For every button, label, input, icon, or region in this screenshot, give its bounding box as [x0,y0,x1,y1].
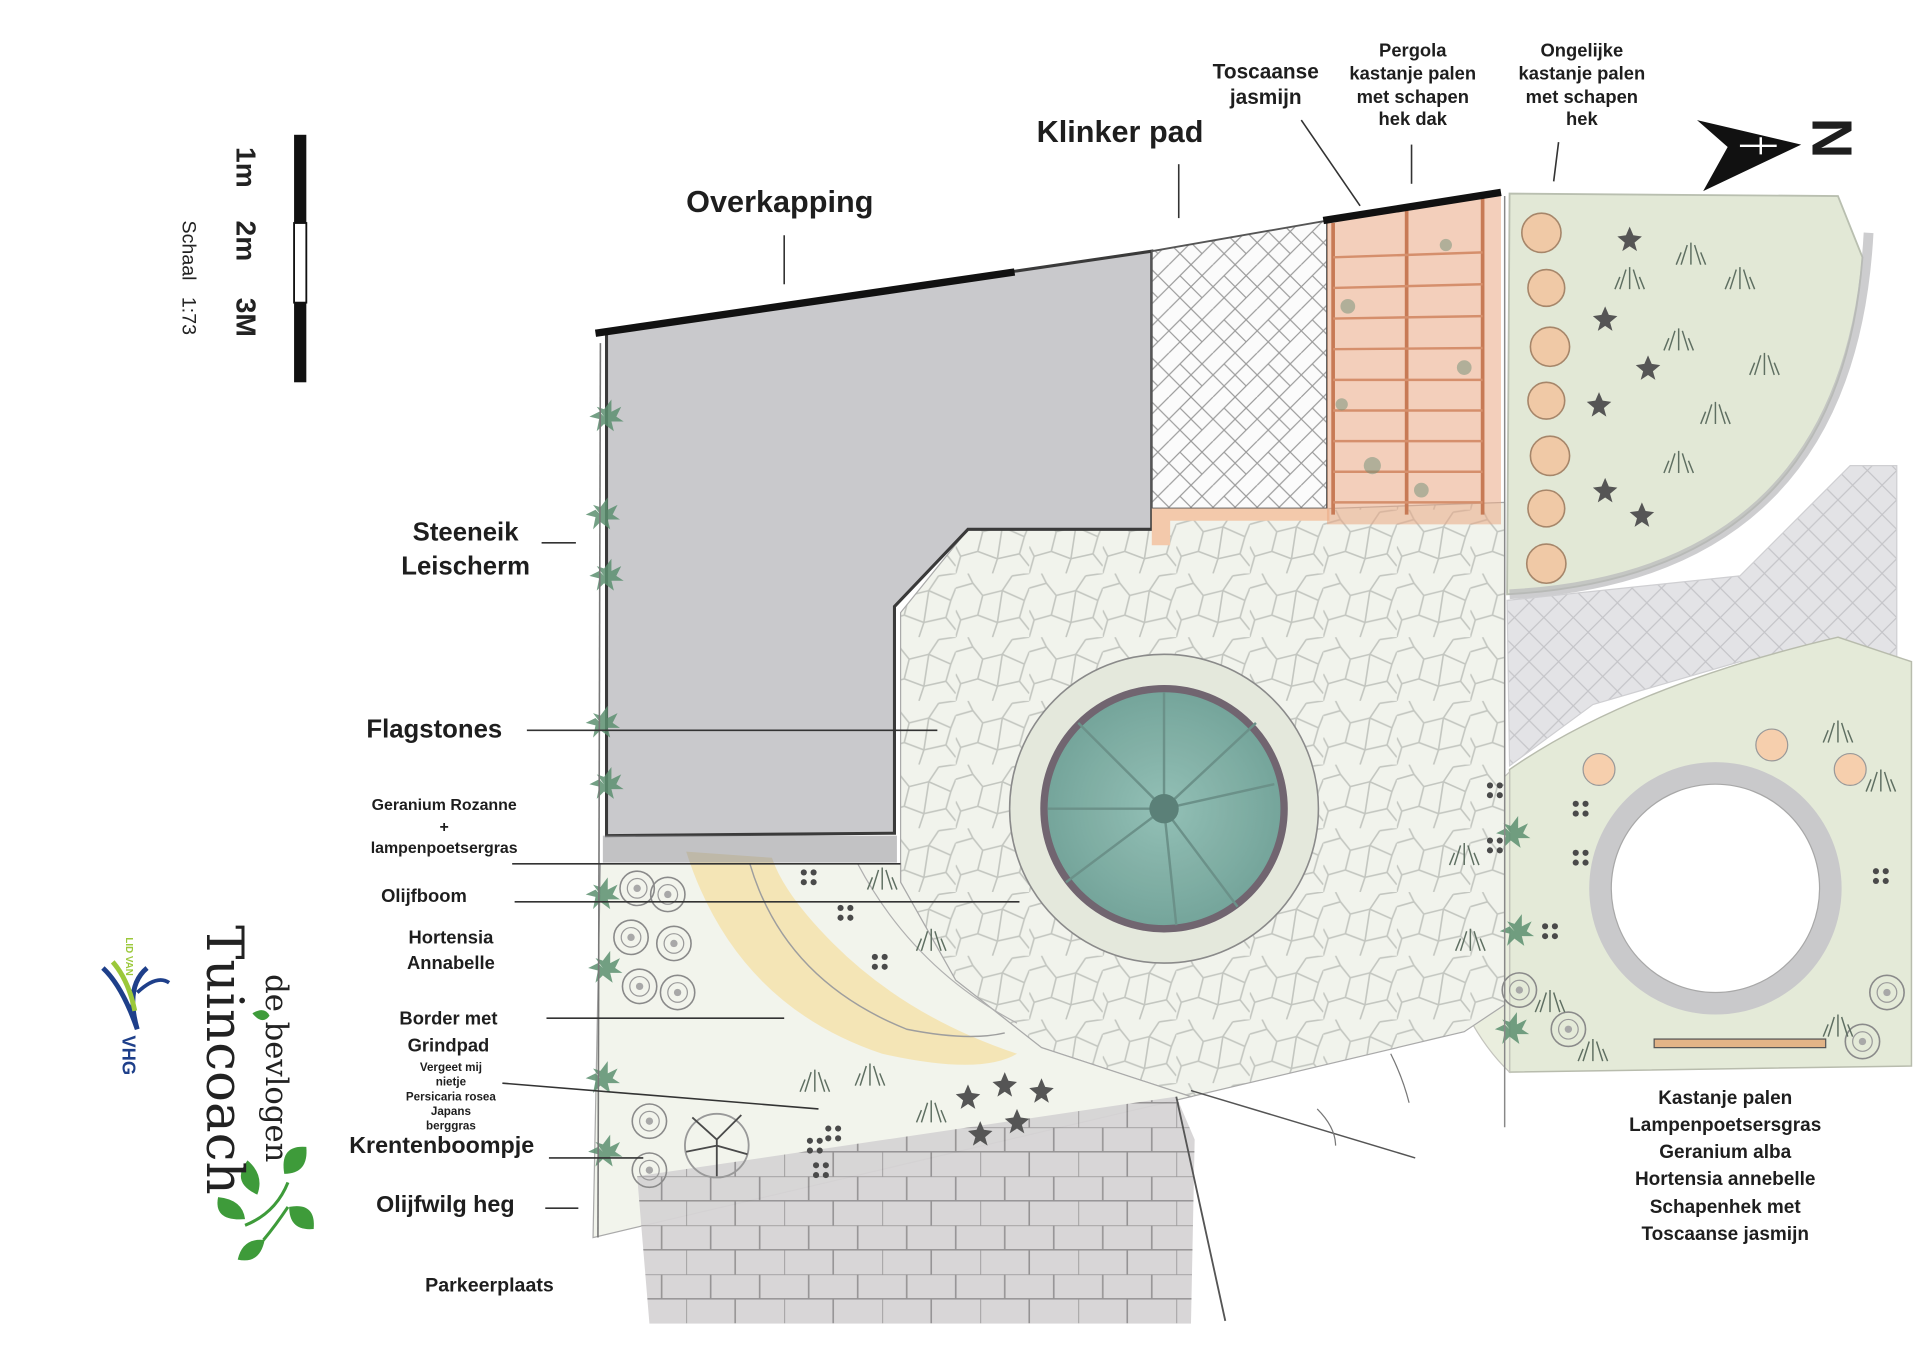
label-krentenboompje: Krentenboompje [349,1133,535,1160]
list-item: Lampenpoetsersgras [1629,1115,1822,1137]
right-plant-list: Kastanje palen Lampenpoetsersgras Gerani… [1605,1086,1845,1249]
logo-line-1: de bevlogen [258,974,295,1163]
list-item: Hortensia annebelle [1634,1169,1816,1191]
vhg-badge-mid: VHG [117,1035,139,1076]
scale-mark-3m: 3M [230,297,263,337]
label-toscaanse-jasmijn: Toscaanse jasmijn [1207,59,1325,111]
label-line: Hortensia [408,927,494,949]
label-line: kastanje palen [1518,63,1646,85]
list-item: Kastanje palen [1658,1088,1793,1109]
label-line: + [439,816,449,836]
label-line: Persicaria rosea [405,1090,496,1104]
vhg-badge-top: LID VAN [123,937,135,976]
north-arrow-icon [1697,120,1802,192]
label-klinker-pad: Klinker pad [1036,115,1204,150]
label-line: jasmijn [1229,86,1302,110]
label-geranium-rozanne: Geranium Rozanne + lampenpoetsergras [368,794,521,859]
label-ongelijke: Ongelijke kastanje palen met schapen hek [1512,40,1652,132]
vhg-logo-icon [101,960,171,1031]
list-item: Toscaanse jasmijn [1641,1223,1809,1245]
label-line: met schapen [1525,86,1639,108]
label-line: Toscaanse [1212,60,1319,84]
logo-leaves-icon [217,1146,314,1261]
label-line: Ongelijke [1540,40,1624,62]
label-line: Vergeet mij [419,1061,482,1075]
north-letter: N [1800,117,1865,159]
label-line: hek dak [1378,109,1448,131]
label-steeneik: Steeneik Leischerm [390,516,542,585]
label-line: hek [1566,109,1598,131]
label-vergeet-mij-nietje: Vergeet mij nietje Persicaria rosea Japa… [402,1061,500,1134]
label-border: Border met Grindpad [387,1006,510,1059]
label-line: nietje [435,1075,467,1090]
logo-line-2: Tuincoach [194,925,255,1195]
label-hortensia: Hortensia Annabelle [390,925,513,976]
label-line: Pergola [1379,40,1447,62]
list-item: Geranium alba [1659,1142,1792,1164]
label-line: Leischerm [401,553,530,582]
scale-mark-2m: 2m [230,220,263,262]
label-olijfboom: Olijfboom [381,885,467,907]
label-line: Steeneik [412,518,519,547]
label-line: Border met [399,1008,498,1030]
label-line: lampenpoetsergras [370,838,518,857]
label-line: Grindpad [407,1035,490,1056]
scale-mark-1m: 1m [230,147,263,188]
label-parkeerplaats: Parkeerplaats [425,1275,554,1297]
label-olijfwilg-heg: Olijfwilg heg [376,1192,515,1218]
label-line: met schapen [1356,86,1469,108]
scale-ratio: Schaal 1:73 [177,220,199,336]
list-item: Schapenhek met [1649,1196,1801,1218]
scale-bar [293,134,308,383]
label-flagstones: Flagstones [366,715,503,744]
label-line: Annabelle [406,953,495,975]
label-line: kastanje palen [1349,63,1477,85]
label-line: Japans [430,1104,471,1119]
label-line: Geranium Rozanne [371,795,517,814]
label-overkapping: Overkapping [686,185,874,220]
label-pergola: Pergola kastanje palen met schapen hek d… [1343,40,1483,132]
label-line: berggras [426,1119,476,1133]
